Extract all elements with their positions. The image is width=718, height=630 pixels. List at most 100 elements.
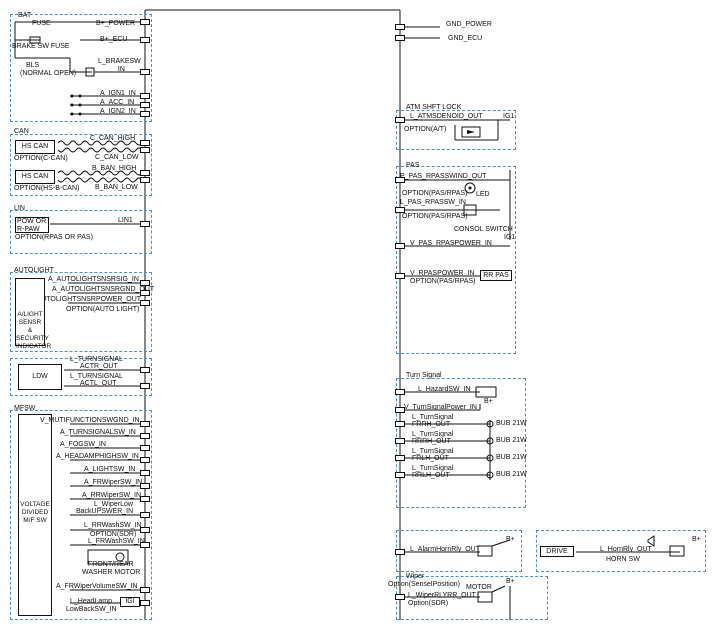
pas-ig1: IG1 <box>504 234 516 241</box>
connector-pin <box>395 472 405 478</box>
autolight-option: OPTION(AUTO LIGHT) <box>66 306 140 313</box>
wiper-b-plus: B+ <box>506 578 515 585</box>
voltage-line-1: VOLTAGE <box>20 501 50 508</box>
connector-pin <box>140 111 150 117</box>
autolight-gnd-out: A_AUTOLIGHTSNSRGND_OUT <box>52 286 155 293</box>
ldw-actr-1: L_TURNSIGNAL <box>70 356 123 363</box>
autolight-title: AUTOLIGHT <box>14 267 54 274</box>
mfsw-frwiper: A_FRWiperSW_IN <box>84 479 143 486</box>
mfsw-section-box <box>10 410 152 620</box>
bulb-4: BUB 21W <box>496 471 527 478</box>
acc-label: A_ACC_IN <box>100 99 135 106</box>
brakesw-in-label: _IN <box>114 66 125 73</box>
connector-pin <box>140 221 150 227</box>
frrh-1: L_TurnSignal <box>412 414 454 421</box>
ldw-actr-2: L_TURNSIGNAL <box>70 373 123 380</box>
sensor-line-2: SENSR & <box>18 319 42 334</box>
autolight-section-box <box>10 272 152 352</box>
connector-pin <box>395 549 405 555</box>
lin1-label: LIN1 <box>118 217 133 224</box>
rr-pas-box: RR PAS <box>480 270 512 281</box>
pas-section-box <box>396 166 516 354</box>
pas-consol-switch: CONSOL SWITCH <box>454 226 513 233</box>
mfsw-lowback: LowBackSW_IN <box>66 606 117 613</box>
frlh-1: L_TurnSignal <box>412 448 454 455</box>
lin-option: OPTION(RPAS OR PAS) <box>15 234 93 241</box>
pow-r-paw-box: POW OR R-PAW <box>15 217 49 233</box>
connector-pin <box>395 273 405 279</box>
connector-pin <box>140 496 150 502</box>
connector-pin <box>140 300 150 306</box>
r-paw-label: R-PAW <box>17 226 40 233</box>
wiper-motor: MOTOR <box>466 584 492 591</box>
frlh-2: FRLH_OUT <box>412 455 449 462</box>
horn-section-box <box>536 530 706 572</box>
connector-pin <box>140 102 150 108</box>
pow-or-label: POW OR <box>17 218 47 225</box>
connector-pin <box>395 35 405 41</box>
mfsw-turn: A_TURNSIGNALSW_IN <box>60 429 136 436</box>
ign2-label: A_IGN2_IN <box>100 108 136 115</box>
voltage-line-2: DIVIDED <box>21 509 49 516</box>
autolight-sig-in: A_AUTOLIGHTSNSRSIG_IN <box>48 276 139 283</box>
mfsw-wiper-low: L_WiperLow <box>94 501 133 508</box>
mfsw-fog: A_FOGSW_IN <box>60 441 106 448</box>
bat-title: BAT <box>18 12 32 19</box>
rpas-option: OPTION(PAS/RPAS) <box>410 278 476 285</box>
turn-power-in: V_TurnSignalPower_IN <box>404 404 477 411</box>
mfsw-headamp: A_HEADAMPHIGHSW_IN <box>56 453 139 460</box>
pas-title: PAS <box>406 162 420 169</box>
alarm-b-plus: B+ <box>506 536 515 543</box>
connector-pin <box>140 433 150 439</box>
autolight-sensor-box: A/LIGHT SENSR & SECURITY INDICATOR <box>15 278 51 350</box>
connector-pin <box>140 457 150 463</box>
connector-pin <box>140 383 150 389</box>
voltage-line-3: M/F SW <box>23 517 47 524</box>
bulb-2: BUB 21W <box>496 437 527 444</box>
l-brakesw-label: L_BRAKESW <box>98 58 141 65</box>
mfsw-headlamp: L_HeadLamp <box>70 598 113 605</box>
mfsw-title: MFSW <box>14 405 36 412</box>
mfsw-frwash: L_FRWashSW_IN <box>88 538 145 545</box>
connector-pin <box>140 170 150 176</box>
gnd-power-label: GND_POWER <box>446 21 492 28</box>
lin-section-box <box>10 210 152 254</box>
horn-b-plus: B+ <box>692 536 701 543</box>
ldw-actr-2b: ACTL_OUT <box>80 380 117 387</box>
atm-ig1: IG1 <box>503 113 515 120</box>
pas-led: LED <box>476 191 490 198</box>
mfsw-box: VOLTAGE DIVIDED M/F SW <box>18 414 52 616</box>
hs-can-box-1: HS CAN <box>15 140 55 154</box>
mfsw-option-sdr: OPTION(SDR) <box>90 531 137 538</box>
bulb-3: BUB 21W <box>496 454 527 461</box>
atm-solenoid: L_ATMSDENOID_OUT <box>410 113 483 120</box>
connector-pin <box>140 470 150 476</box>
ldw-actr-1b: ACTR_OUT <box>80 363 118 370</box>
mfsw-light: A_LIGHTSW_IN <box>84 466 136 473</box>
connector-pin <box>140 290 150 296</box>
hazard-sw: L_HazardSW_IN <box>418 386 471 393</box>
autolight-power-out: V_AUTOLIGHTSNSRPOWER_OUT <box>28 296 142 303</box>
connector-pin <box>140 19 150 25</box>
mfsw-washer-motor: WASHER MOTOR <box>82 569 141 576</box>
bls-label: BLS <box>26 62 40 69</box>
connector-pin <box>140 37 150 43</box>
can-section-box <box>10 134 152 196</box>
wiper-option-sdr: Option(SDR) <box>408 600 449 607</box>
connector-pin <box>140 512 150 518</box>
sensor-line-1: A/LIGHT <box>17 311 43 318</box>
mfsw-igi-box: IGI <box>120 597 140 607</box>
connector-pin <box>140 147 150 153</box>
connector-pin <box>140 527 150 533</box>
connector-pin <box>395 455 405 461</box>
c-can-low: C_CAN_LOW <box>95 154 139 161</box>
connector-pin <box>140 542 150 548</box>
wiper-title: Wiper <box>406 573 425 580</box>
b-power-label: B+_POWER <box>96 20 136 27</box>
gnd-ecu-label: GND_ECU <box>448 35 483 42</box>
b-can-high: B_BAN_HIGH <box>92 165 137 172</box>
mfsw-rrwiper: A_RRWiperSW_IN <box>82 492 141 499</box>
connector-pin <box>395 594 405 600</box>
rrlh-2: RRLH_OUT <box>412 472 450 479</box>
pas-option-1: OPTION(PAS/RPAS) <box>402 190 468 197</box>
